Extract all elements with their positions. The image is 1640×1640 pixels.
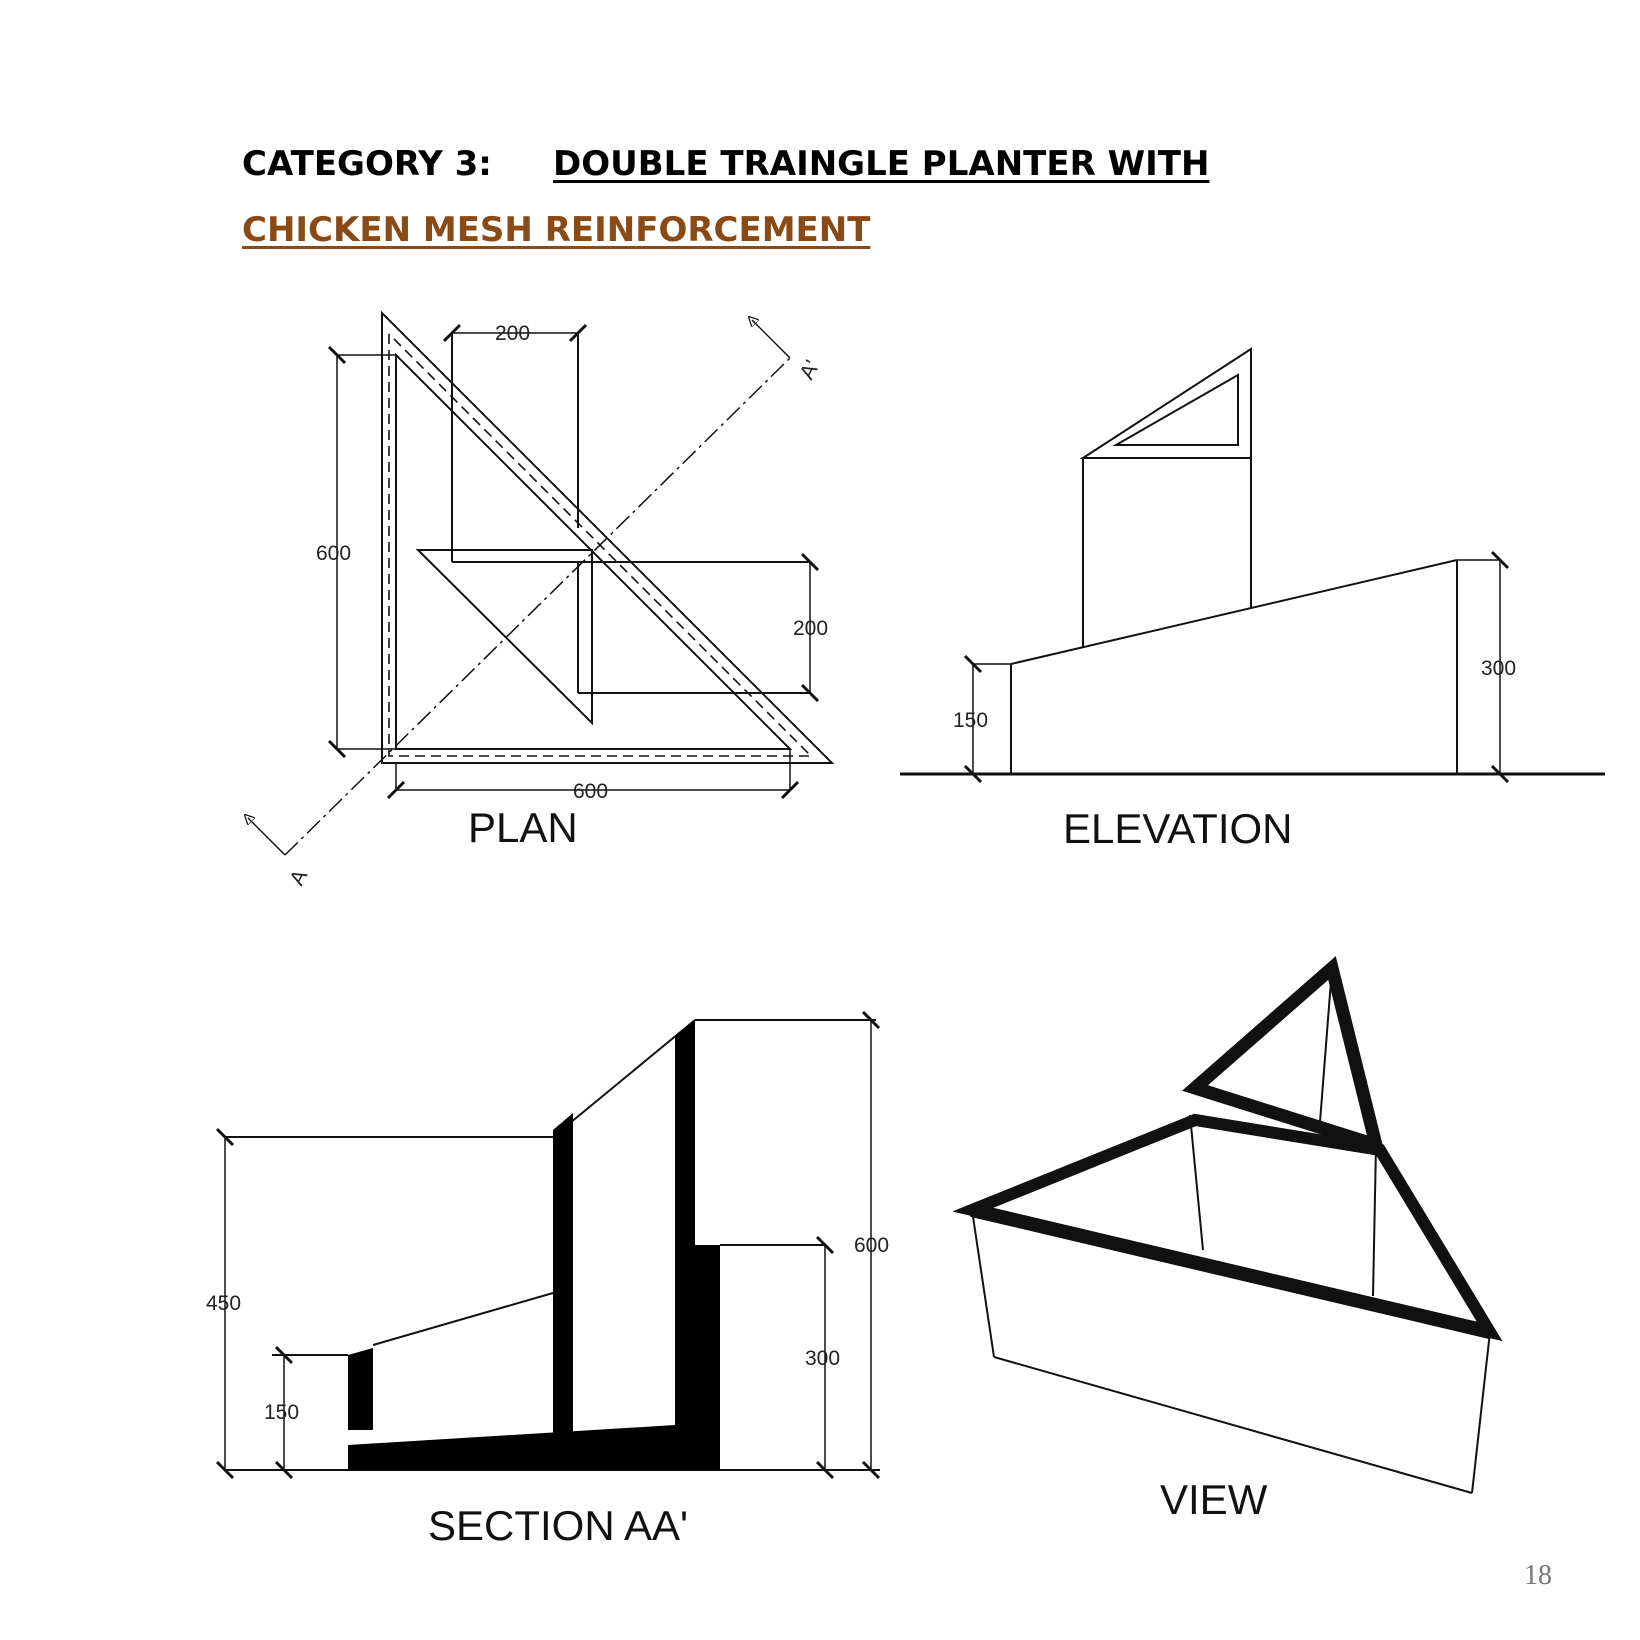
plan-dim-bottom: 600: [573, 780, 608, 803]
plan-drawing: [248, 310, 835, 856]
section-base-slab: [348, 1425, 720, 1470]
section-dim-600: 600: [854, 1234, 889, 1257]
elevation-upper-triangle-outer: [1079, 347, 1252, 459]
category-label: CATEGORY 3:: [242, 144, 492, 184]
section-tall-wall: [675, 1020, 720, 1470]
section-left-wall: [348, 1348, 373, 1430]
view-caption: VIEW: [1160, 1476, 1268, 1523]
section-caption: SECTION AA': [428, 1502, 688, 1549]
view-small-triangle-top: [1182, 956, 1386, 1155]
title-line-2: CHICKEN MESH REINFORCEMENT: [242, 210, 871, 250]
plan-small-triangle: [415, 549, 593, 726]
section-dim-150: 150: [264, 1401, 299, 1424]
section-dim-450: 450: [206, 1292, 241, 1315]
elevation-dim-right: 300: [1481, 657, 1516, 680]
plan-dim-right: 200: [793, 617, 828, 640]
view-drawing: [952, 956, 1503, 1494]
elevation-drawing: [900, 347, 1605, 784]
title-line-1: DOUBLE TRAINGLE PLANTER WITH: [553, 144, 1210, 184]
section-drawing: [215, 1010, 881, 1480]
section-dim-300: 300: [805, 1347, 840, 1370]
section-mid-wall: [553, 1113, 573, 1433]
plan-dim-top: 200: [495, 322, 530, 345]
elevation-dim-left: 150: [953, 709, 988, 732]
elevation-caption: ELEVATION: [1063, 805, 1293, 852]
plan-section-line: [284, 357, 791, 856]
plan-caption: PLAN: [468, 804, 578, 851]
plan-section-mark-bottom: A: [285, 866, 312, 889]
page-number: 18: [1524, 1560, 1552, 1591]
elevation-upper-triangle-inner: [1112, 373, 1239, 446]
plan-dim-left: 600: [316, 542, 351, 565]
plan-section-mark-top: A': [795, 356, 824, 383]
